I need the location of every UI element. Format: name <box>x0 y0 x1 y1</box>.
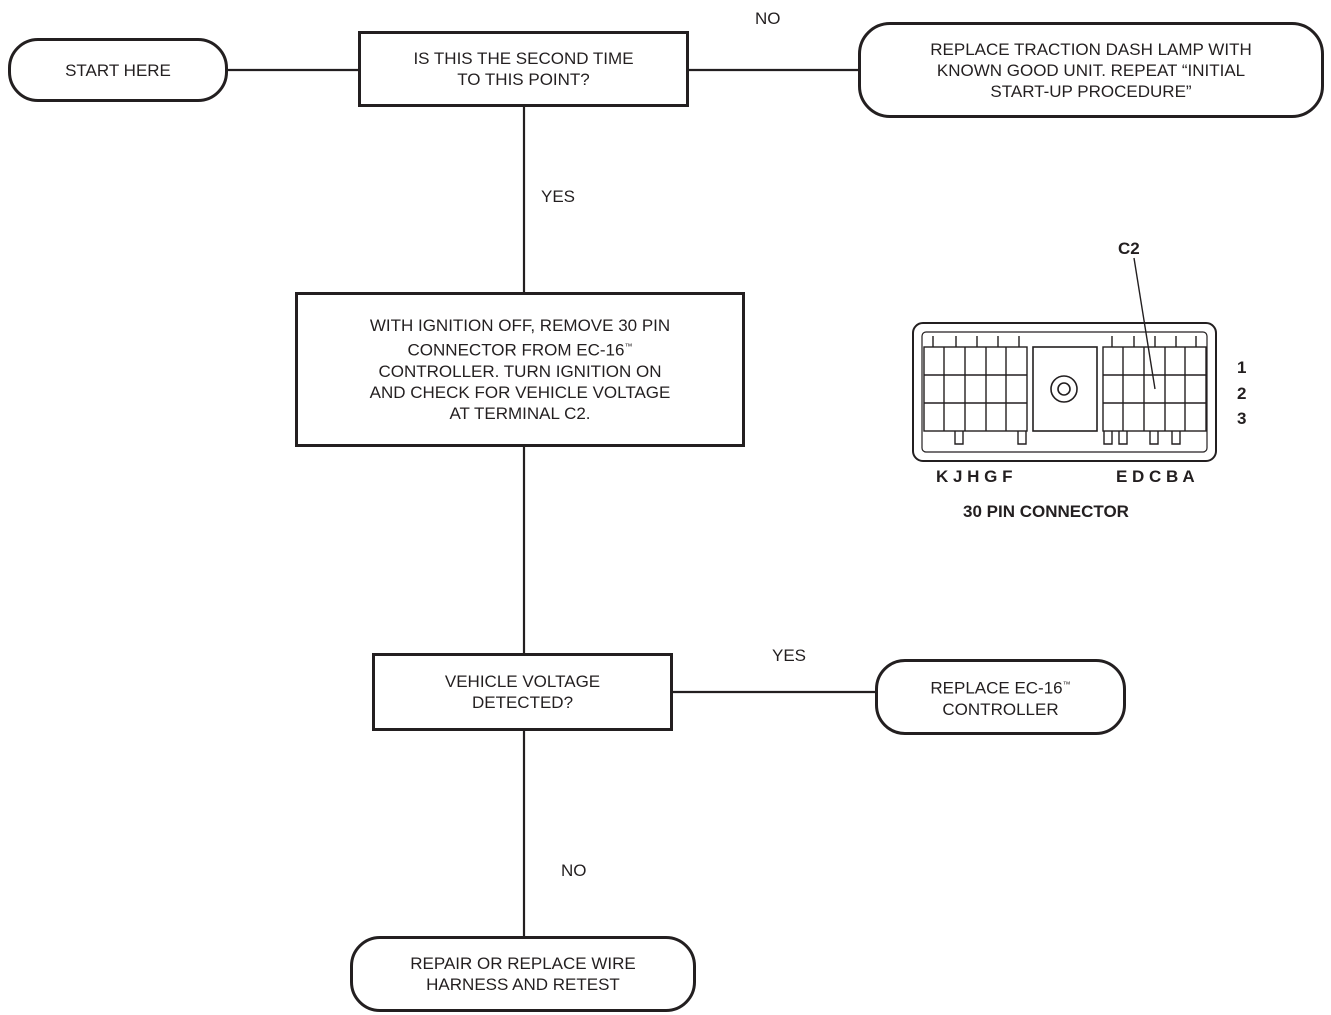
step-line-3: CONTROLLER. TURN IGNITION ON AND CHECK F… <box>369 361 671 423</box>
replace-controller-line-1: REPLACE EC-16 <box>930 678 1063 698</box>
step-line-2: CONNECTOR FROM EC-16 <box>407 340 625 360</box>
start-here-node: START HERE <box>8 38 228 102</box>
row-label-2: 2 <box>1237 384 1247 403</box>
replace-controller-text: REPLACE EC-16™ CONTROLLER <box>930 674 1070 720</box>
q2-no-label: NO <box>561 861 587 880</box>
connector-inner-outline <box>921 331 1208 453</box>
right-pin-grid <box>1102 346 1207 432</box>
q1-no-label: NO <box>755 9 781 28</box>
replace-controller-line-2: CONTROLLER <box>942 699 1059 719</box>
step-line-1: WITH IGNITION OFF, REMOVE 30 PIN <box>369 316 671 336</box>
start-here-label: START HERE <box>65 60 171 80</box>
trademark-mark-2: ™ <box>1062 680 1071 690</box>
connector-latch-tabs <box>932 336 1197 445</box>
check-voltage-step-text: WITH IGNITION OFF, REMOVE 30 PIN CONNECT… <box>370 315 671 424</box>
left-pin-grid <box>923 346 1028 432</box>
connector-center-block <box>1032 346 1098 432</box>
connector-housing <box>912 322 1217 462</box>
check-voltage-step-node: WITH IGNITION OFF, REMOVE 30 PIN CONNECT… <box>295 292 745 447</box>
q2-yes-label: YES <box>772 646 807 665</box>
replace-dash-lamp-label: REPLACE TRACTION DASH LAMP WITH KNOWN GO… <box>930 39 1252 101</box>
row-label-3: 3 <box>1237 409 1247 428</box>
repair-harness-label: REPAIR OR REPLACE WIRE HARNESS AND RETES… <box>410 954 636 994</box>
repair-harness-node: REPAIR OR REPLACE WIRE HARNESS AND RETES… <box>350 936 696 1012</box>
q1-yes-label: YES <box>541 187 576 206</box>
replace-controller-node: REPLACE EC-16™ CONTROLLER <box>875 659 1126 735</box>
second-time-question-node: IS THIS THE SECOND TIME TO THIS POINT? <box>358 31 689 107</box>
second-time-question-label: IS THIS THE SECOND TIME TO THIS POINT? <box>413 49 634 89</box>
c2-pointer-label: C2 <box>1118 239 1140 258</box>
right-column-letters: E D C B A <box>1116 467 1195 486</box>
voltage-detected-question-label: VEHICLE VOLTAGE DETECTED? <box>444 672 601 712</box>
connector-title: 30 PIN CONNECTOR <box>963 502 1129 521</box>
voltage-detected-question-node: VEHICLE VOLTAGE DETECTED? <box>372 653 673 731</box>
connector-bolt-inner <box>1057 382 1071 396</box>
left-column-letters: K J H G F <box>936 467 1013 486</box>
connector-bolt-outer <box>1050 375 1078 403</box>
trademark-mark: ™ <box>624 342 633 352</box>
connector-diagram <box>912 257 1217 462</box>
c2-pointer-line <box>1133 257 1156 390</box>
row-label-1: 1 <box>1237 358 1247 377</box>
replace-dash-lamp-node: REPLACE TRACTION DASH LAMP WITH KNOWN GO… <box>858 22 1324 118</box>
